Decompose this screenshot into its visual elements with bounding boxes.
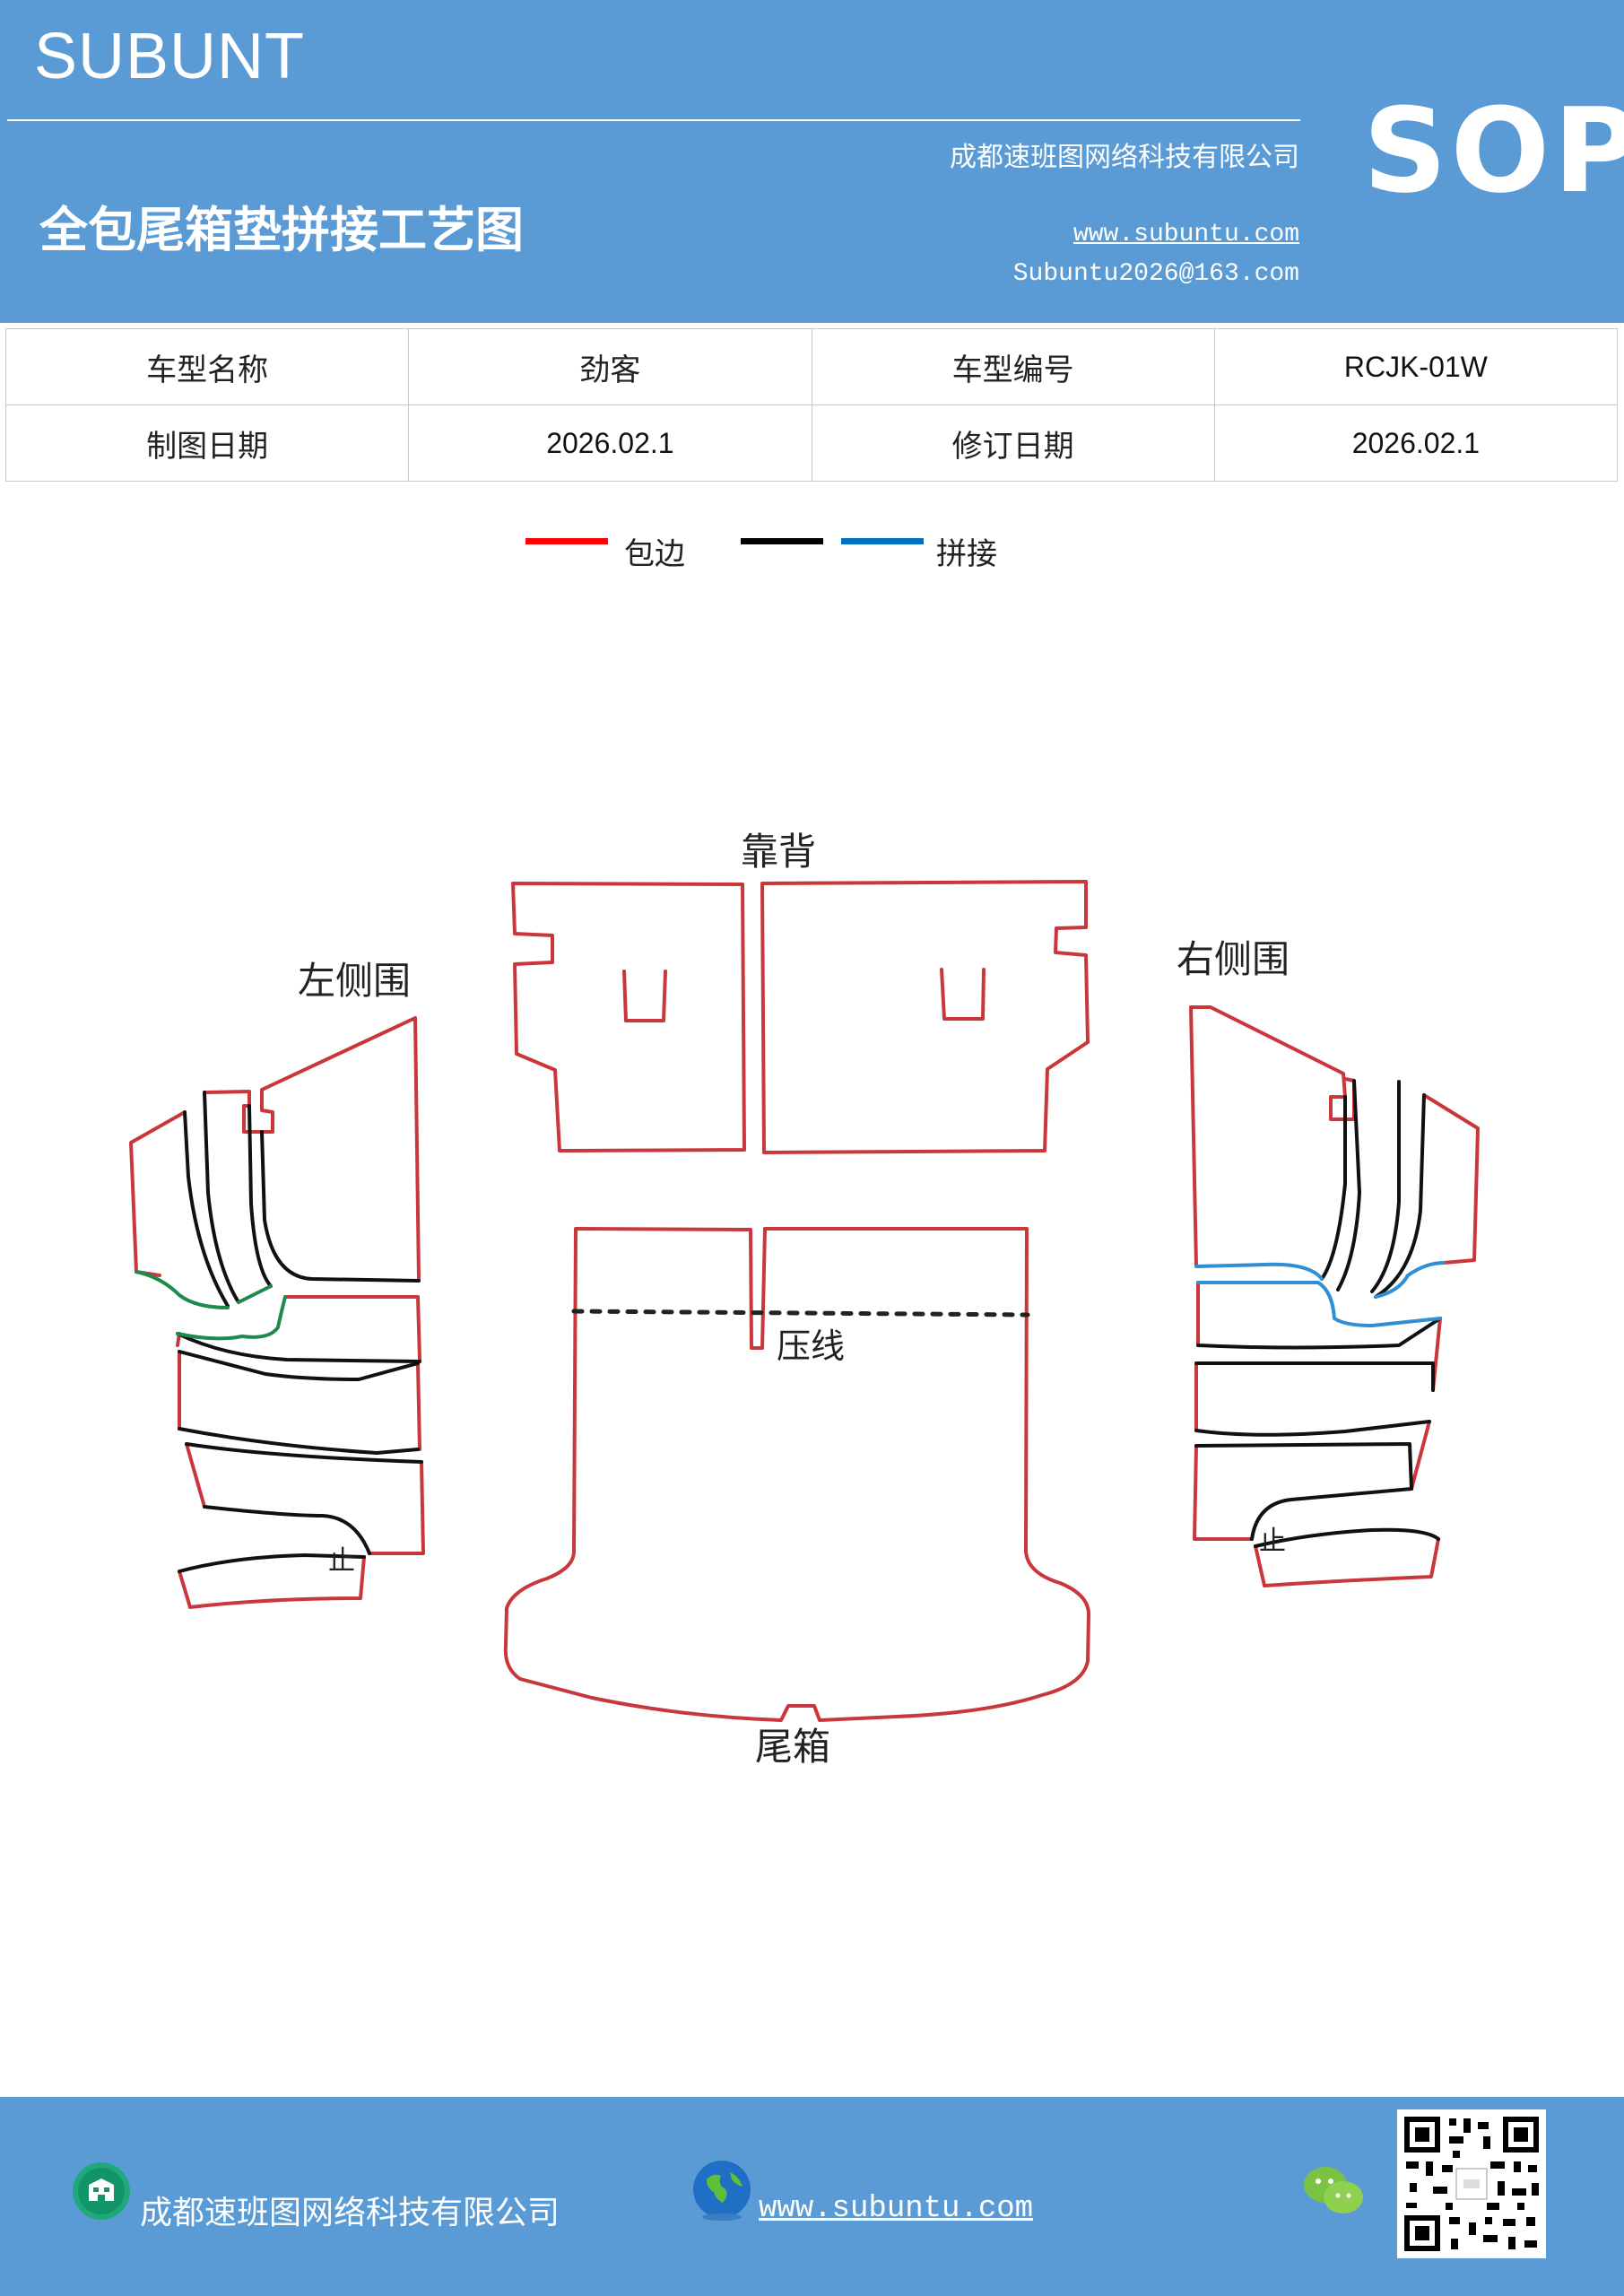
table-cell: 修订日期 [811, 404, 1215, 482]
blue-seam [1194, 1262, 1324, 1281]
backrest-left-slot [622, 970, 667, 1022]
left-side-edge [416, 1361, 421, 1451]
left-side-edge [185, 1442, 206, 1509]
seam-line [248, 1104, 273, 1288]
seam-line [260, 1130, 421, 1283]
trunk-panel [503, 1227, 1090, 1722]
globe-icon [693, 2161, 751, 2221]
table-row: 车型名称 劲客 车型编号 RCJK-01W [4, 328, 1619, 405]
seam-line [1336, 1079, 1361, 1292]
seam-line [178, 1350, 420, 1381]
label-right-side: 右侧围 [1177, 937, 1290, 981]
table-row: 制图日期 2026.02.1 修订日期 2026.02.1 [4, 404, 1619, 482]
table-cell: 2026.02.1 [408, 404, 812, 482]
seam-line [203, 1505, 371, 1555]
legend-swatch-blue [841, 538, 924, 544]
brand-name: SUBUNT [34, 21, 306, 92]
right-side-edge [1410, 1420, 1431, 1491]
page-title: 全包尾箱垫拼接工艺图 [39, 201, 524, 258]
legend-swatch-black [741, 538, 823, 544]
seam-line [176, 1332, 421, 1363]
seam-line [1194, 1420, 1431, 1437]
seam-line [1374, 1093, 1426, 1299]
seam-line [178, 1553, 366, 1573]
label-press-line: 压线 [777, 1326, 845, 1366]
email-address: Subuntu2026@163.com [1012, 260, 1299, 288]
wechat-icon [1304, 2167, 1363, 2213]
backrest-right-slot [940, 968, 986, 1021]
left-side-edge [283, 1295, 421, 1361]
legend-swatch-red [525, 538, 608, 544]
legend-label-splice: 拼接 [936, 536, 997, 572]
left-side-edge [368, 1460, 425, 1555]
label-stop-right: 止 [1259, 1526, 1286, 1557]
backrest-right-panel [760, 880, 1090, 1154]
blue-seam [1374, 1261, 1446, 1299]
header-banner: SUBUNT SOP 成都速班图网络科技有限公司 全包尾箱垫拼接工艺图 www.… [0, 0, 1624, 323]
seam-line [203, 1091, 240, 1304]
right-side-edge [1193, 1444, 1254, 1541]
splice-diagram: 靠背 左侧围 右侧围 压线 尾箱 止 止 [129, 830, 1480, 1769]
blue-seam [1196, 1281, 1442, 1327]
legend: 包边 拼接 [0, 520, 1624, 574]
backrest-left-panel [511, 882, 746, 1152]
left-side-edge [178, 1555, 366, 1609]
qr-code-pattern [1404, 2117, 1539, 2251]
seam-line [1194, 1442, 1413, 1491]
label-stop-left: 止 [328, 1545, 355, 1577]
right-side-edge [1254, 1537, 1440, 1587]
website-link[interactable]: www.subuntu.com [1073, 221, 1299, 248]
press-line-dashed [571, 1309, 1030, 1318]
seam-line [1254, 1527, 1440, 1548]
table-cell: 车型名称 [4, 328, 410, 405]
header-divider [7, 119, 1300, 121]
company-name: 成都速班图网络科技有限公司 [950, 142, 1299, 173]
footer-company-name: 成都速班图网络科技有限公司 [140, 2195, 560, 2231]
seam-line [1196, 1317, 1442, 1350]
table-cell: 劲客 [408, 328, 812, 405]
seam-lines [176, 1079, 1442, 1573]
building-icon [73, 2162, 130, 2220]
green-seam [176, 1295, 287, 1341]
table-cell: 车型编号 [811, 328, 1215, 405]
seam-line [1250, 1487, 1413, 1541]
left-side-edge [129, 1110, 187, 1277]
sop-badge: SOP [1363, 83, 1624, 219]
right-side-edge [1189, 1005, 1356, 1268]
right-side-edge [1422, 1093, 1480, 1265]
footer-website-link[interactable]: www.subuntu.com [759, 2192, 1034, 2226]
seam-line [185, 1442, 423, 1464]
qr-code [1397, 2109, 1546, 2258]
label-left-side: 左侧围 [298, 959, 411, 1003]
info-table: 车型名称 劲客 车型编号 RCJK-01W 制图日期 2026.02.1 修订日… [4, 328, 1619, 482]
label-trunk: 尾箱 [755, 1725, 830, 1769]
seam-line [1194, 1361, 1435, 1392]
table-cell: RCJK-01W [1213, 328, 1619, 405]
label-backrest: 靠背 [741, 830, 816, 874]
edge-outlines [129, 880, 1480, 1722]
seam-line [178, 1427, 420, 1455]
left-side-edge [203, 1016, 421, 1281]
table-cell: 制图日期 [4, 404, 410, 482]
green-seam [135, 1270, 230, 1309]
seam-line [1370, 1080, 1401, 1293]
green-seam [237, 1284, 273, 1304]
legend-label-edge: 包边 [624, 536, 685, 572]
seam-line [1320, 1095, 1347, 1281]
blue-seams [1194, 1261, 1446, 1327]
green-seams [135, 1270, 287, 1341]
table-cell: 2026.02.1 [1213, 404, 1619, 482]
seam-line [183, 1110, 230, 1308]
footer-banner: 成都速班图网络科技有限公司 www.subuntu.com [0, 2097, 1624, 2296]
